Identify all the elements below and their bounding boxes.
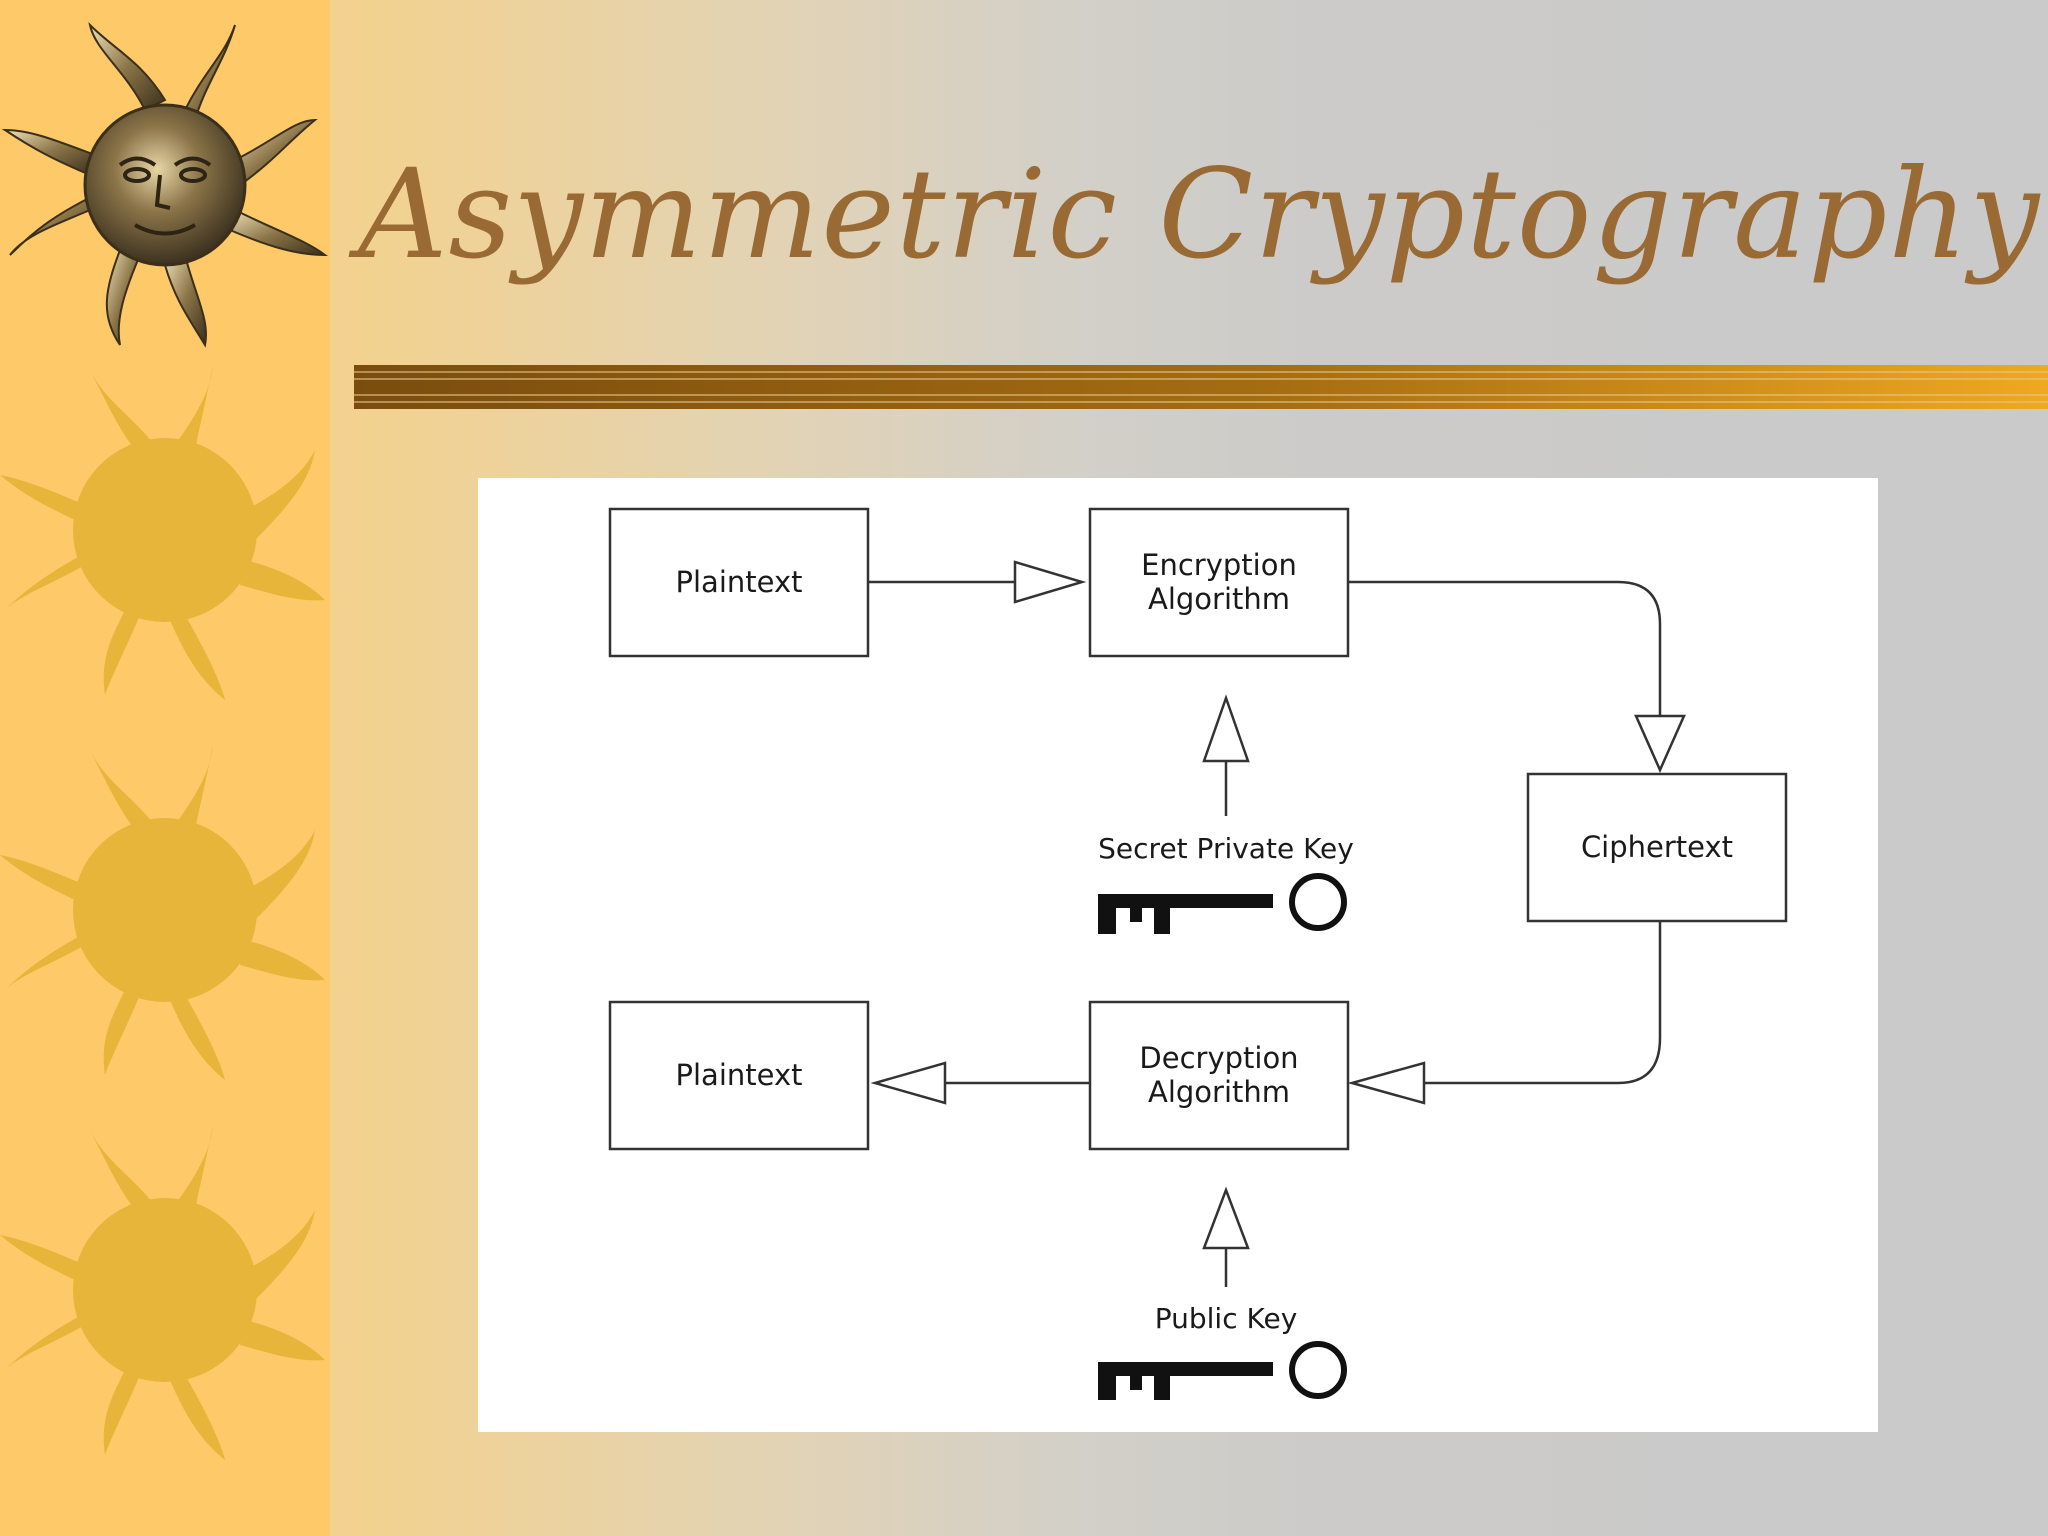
arrowhead-icon (1347, 1061, 1426, 1105)
decryption-label-line1: Decryption (1139, 1041, 1299, 1075)
sidebar-decoration (0, 0, 330, 1536)
title-rule (354, 365, 2048, 409)
plaintext-top-box (608, 507, 870, 658)
encryption-label-line1: Encryption (1141, 548, 1297, 582)
plaintext-bottom-label: Plaintext (675, 1058, 803, 1092)
private-key-icon (1098, 873, 1347, 934)
arrow-encryption-to-ciphertext (1348, 580, 1662, 716)
plaintext-top-label: Plaintext (675, 565, 803, 599)
public-key-label: Public Key (1154, 1302, 1298, 1335)
decryption-box (1088, 1000, 1350, 1151)
decryption-label-line2: Algorithm (1147, 1075, 1291, 1109)
flow-diagram (608, 507, 1788, 1400)
arrow-ciphertext-to-decryption (1424, 921, 1662, 1085)
sun-icon (0, 1125, 325, 1460)
decryption-label: Decryption Algorithm (1090, 1041, 1348, 1109)
arrowhead-icon (1202, 694, 1250, 763)
diagram-panel: Plaintext Encryption Algorithm Ciphertex… (478, 478, 1878, 1432)
arrowhead-icon (1013, 560, 1087, 604)
sun-icon (0, 745, 325, 1080)
private-key-label: Secret Private Key (1098, 832, 1354, 865)
arrowhead-icon (1634, 714, 1686, 774)
public-key-icon (1098, 1341, 1347, 1400)
ciphertext-box (1526, 772, 1788, 923)
arrowhead-icon (870, 1061, 947, 1105)
arrowhead-icon (1202, 1186, 1250, 1250)
sun-face-icon (1, 21, 329, 348)
encryption-label-line2: Algorithm (1147, 582, 1291, 616)
ciphertext-label: Ciphertext (1580, 830, 1734, 864)
encryption-label: Encryption Algorithm (1090, 548, 1348, 616)
plaintext-bottom-box (608, 1000, 870, 1151)
slide-title: Asymmetric Cryptography (358, 143, 2041, 287)
sun-icon (0, 365, 325, 700)
